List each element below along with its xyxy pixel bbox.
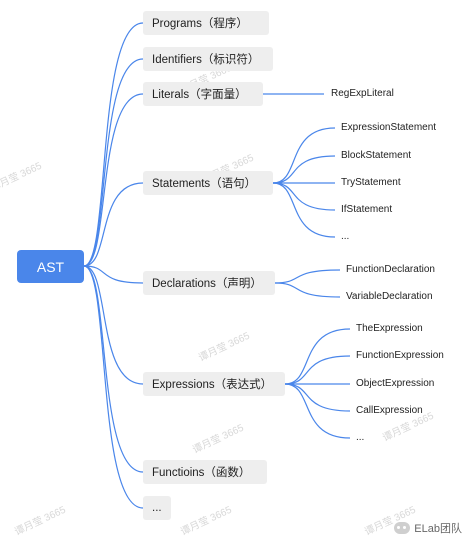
branch-node[interactable]: Functioins（函数） <box>143 460 267 484</box>
root-node[interactable]: AST <box>17 250 84 283</box>
branch-to-leaf-link <box>274 269 341 284</box>
root-to-branch-link <box>83 93 144 267</box>
branch-to-leaf-link <box>284 328 351 385</box>
branch-node[interactable]: Programs（程序） <box>143 11 269 35</box>
branch-to-leaf-link <box>274 282 341 298</box>
leaf-node[interactable]: BlockStatement <box>341 150 412 161</box>
leaf-node[interactable]: ... <box>341 231 350 242</box>
leaf-node[interactable]: CallExpression <box>356 405 423 416</box>
root-to-branch-link <box>83 22 144 267</box>
branch-to-leaf-link <box>272 155 336 184</box>
root-to-branch-link <box>83 58 144 267</box>
brand-watermark: ELab团队 <box>394 520 462 536</box>
root-to-branch-link <box>83 265 144 385</box>
branch-node[interactable]: Literals（字面量） <box>143 82 263 106</box>
branch-node[interactable]: Identifiers（标识符） <box>143 47 273 71</box>
leaf-node[interactable]: ObjectExpression <box>356 378 435 389</box>
branch-node[interactable]: Expressions（表达式） <box>143 372 285 396</box>
leaf-node[interactable]: VariableDeclaration <box>346 291 433 302</box>
leaf-node[interactable]: TryStatement <box>341 177 401 188</box>
leaf-node[interactable]: TheExpression <box>356 323 423 334</box>
branch-to-leaf-link <box>272 182 336 238</box>
root-to-branch-link <box>83 265 144 473</box>
leaf-node[interactable]: FunctionExpression <box>356 350 444 361</box>
leaf-node[interactable]: IfStatement <box>341 204 393 215</box>
leaf-node[interactable]: ExpressionStatement <box>341 122 437 133</box>
leaf-node[interactable]: FunctionDeclaration <box>346 264 435 275</box>
branch-to-leaf-link <box>284 383 351 412</box>
leaf-node[interactable]: RegExpLiteral <box>331 88 394 99</box>
wechat-icon <box>394 522 411 534</box>
brand-label: ELab团队 <box>414 523 462 535</box>
branch-to-leaf-link <box>284 355 351 385</box>
branch-to-leaf-link <box>272 127 336 184</box>
branch-node[interactable]: Statements（语句） <box>143 171 273 195</box>
leaf-node[interactable]: ... <box>356 432 365 443</box>
branch-to-leaf-link <box>284 383 351 439</box>
root-to-branch-link <box>83 265 144 509</box>
branch-to-leaf-link <box>272 182 336 211</box>
branch-node[interactable]: ... <box>143 496 171 520</box>
branch-node[interactable]: Declarations（声明） <box>143 271 275 295</box>
root-to-branch-link <box>83 265 144 284</box>
root-to-branch-link <box>83 182 144 267</box>
